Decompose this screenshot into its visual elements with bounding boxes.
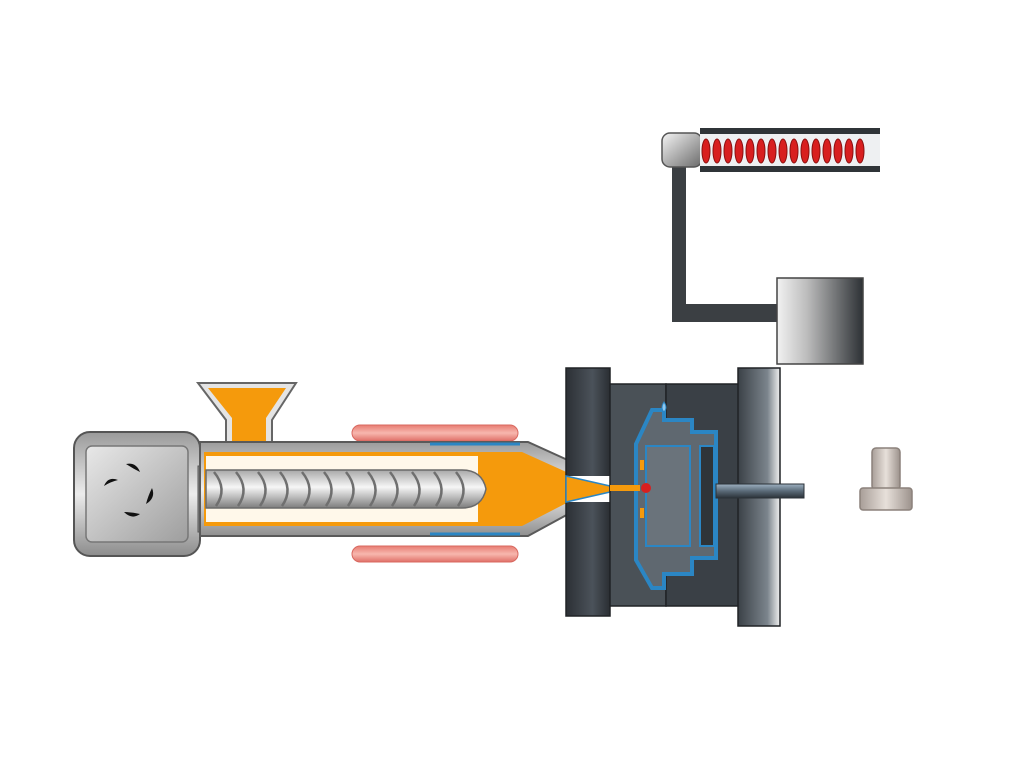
heater-band-icon — [351, 424, 519, 563]
screw-flight — [323, 471, 333, 507]
spring-coil — [756, 138, 766, 164]
spring-coil — [767, 138, 777, 164]
screw-flight — [367, 471, 377, 507]
screw-flight — [345, 471, 355, 507]
screw-flight — [301, 471, 311, 507]
spring-coil — [844, 138, 854, 164]
mold-icon — [565, 367, 805, 627]
drive-motor — [73, 431, 209, 557]
spring-coil — [701, 138, 711, 164]
screw-flight — [455, 471, 465, 507]
screw-icon — [205, 469, 487, 509]
screw-flight — [235, 471, 245, 507]
spring-coil — [734, 138, 744, 164]
spring-coil — [712, 138, 722, 164]
screw-flight — [389, 471, 399, 507]
screw-flight — [257, 471, 267, 507]
spring — [701, 138, 865, 164]
screw-flight — [279, 471, 289, 507]
spring-coil — [800, 138, 810, 164]
screw-flight — [213, 471, 223, 507]
spring-coil — [745, 138, 755, 164]
screw-flight — [411, 471, 421, 507]
spring-coil — [833, 138, 843, 164]
spring-coil — [822, 138, 832, 164]
molded-part-icon — [859, 447, 913, 511]
spring-coil — [778, 138, 788, 164]
spring-coil — [811, 138, 821, 164]
clamp-cylinder-icon — [661, 128, 880, 365]
spring-coil — [723, 138, 733, 164]
screw-flight — [433, 471, 443, 507]
gear-motor-icon — [104, 463, 154, 517]
spring-coil — [789, 138, 799, 164]
spring-coil — [855, 138, 865, 164]
